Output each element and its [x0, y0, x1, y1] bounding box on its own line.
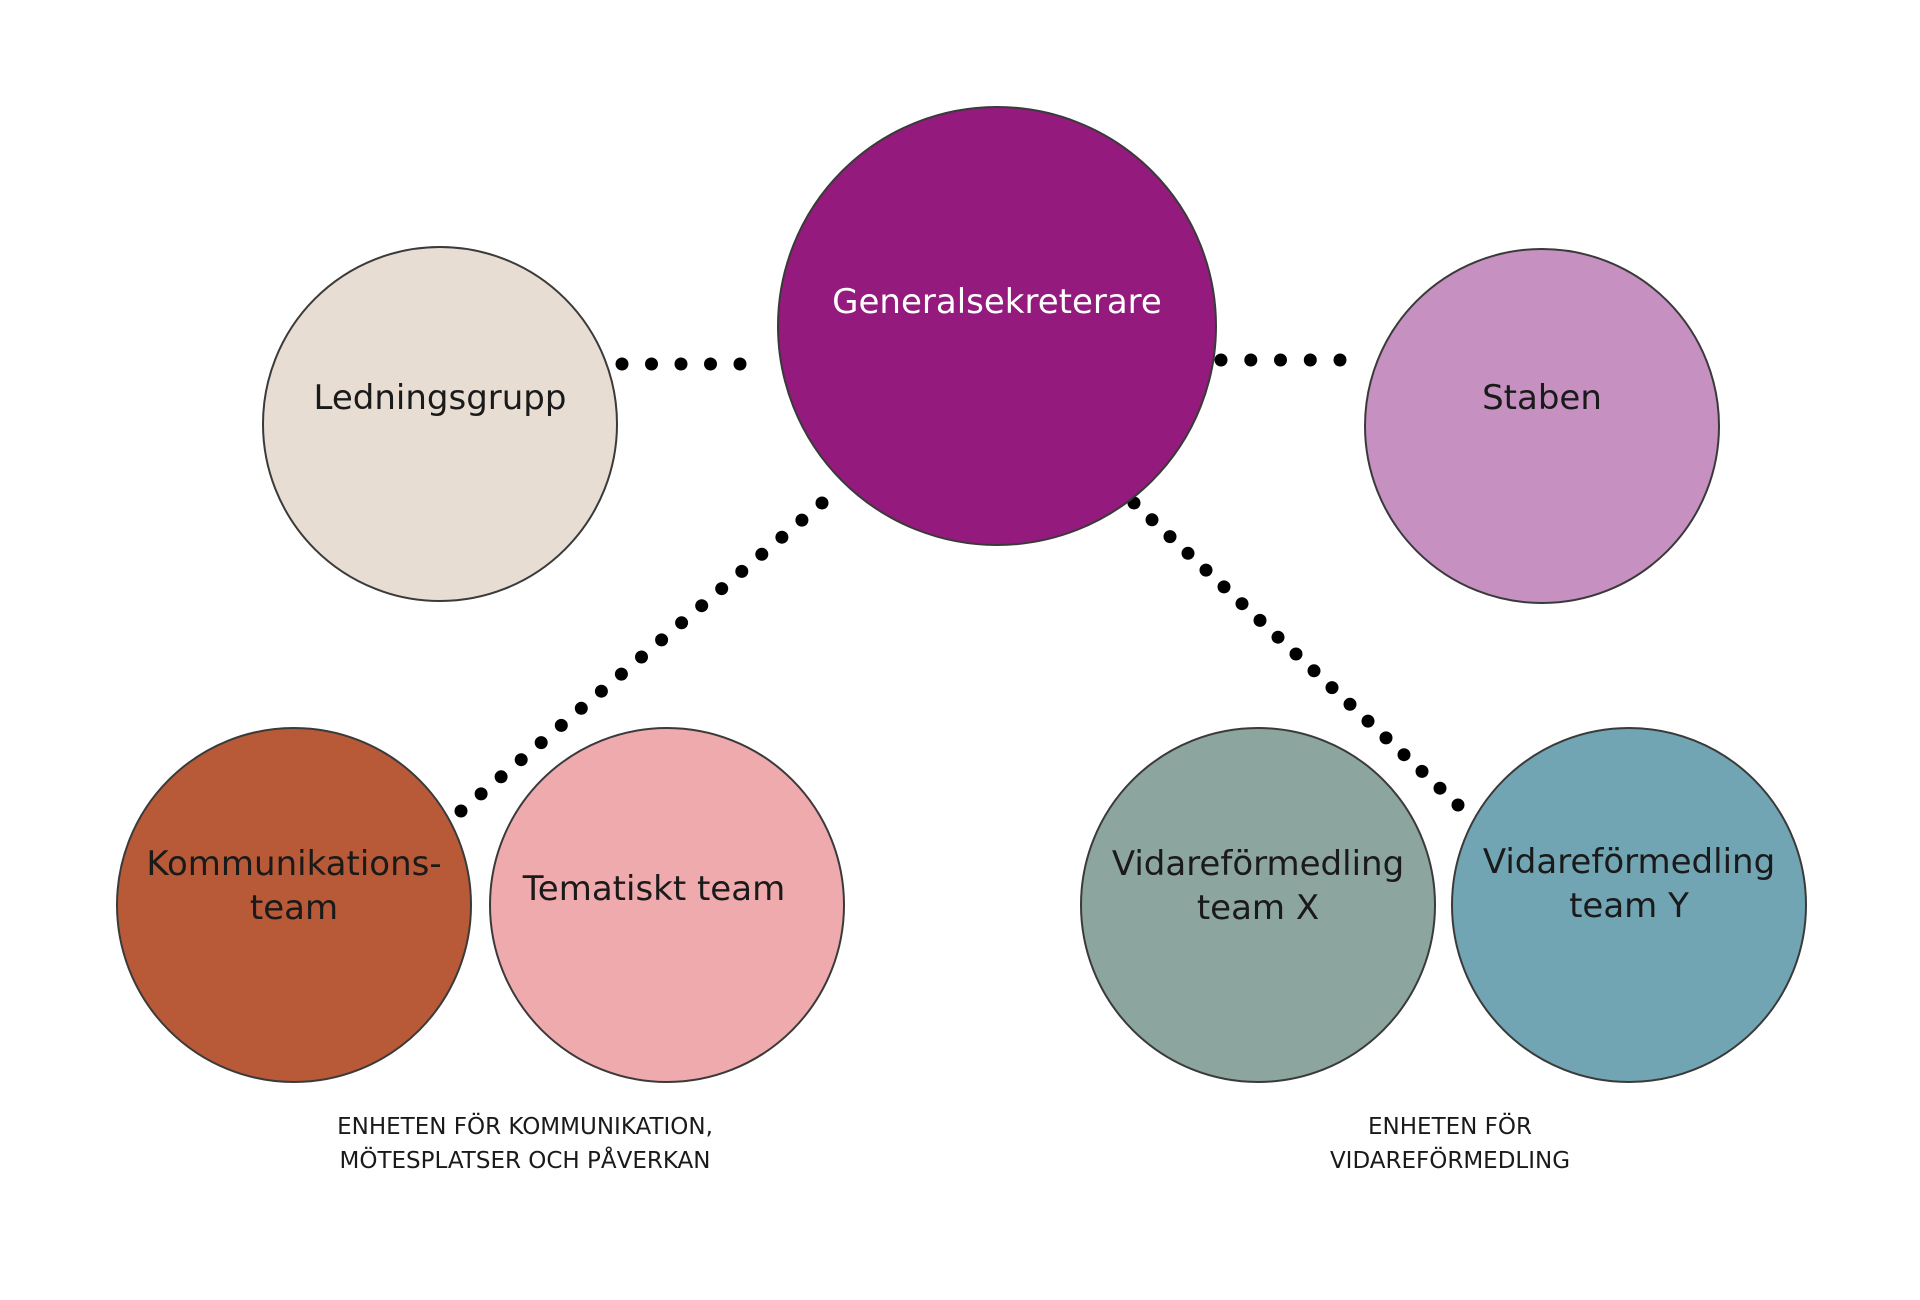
- connector-gs-vidareformedling-unit: [1127, 496, 1465, 812]
- connector-dot: [735, 564, 749, 578]
- unit-caption-vidareformedling: ENHETEN FÖR VIDAREFÖRMEDLING: [1329, 1114, 1571, 1174]
- connector-dot: [614, 667, 628, 681]
- connector-dot: [655, 633, 669, 647]
- connector-dot: [674, 357, 688, 371]
- node-staben: Staben: [1364, 248, 1720, 604]
- node-vidareformedling-team-x: Vidareförmedling team X: [1080, 727, 1436, 1083]
- connector-dot: [675, 616, 689, 630]
- connector-dot: [704, 357, 717, 371]
- connector-dot: [695, 599, 709, 613]
- connector-dot: [1199, 563, 1213, 577]
- connector-dot: [1303, 353, 1317, 367]
- connector-dot: [1325, 681, 1339, 695]
- connector-dot: [795, 513, 809, 527]
- connector-dot: [534, 736, 548, 750]
- node-generalsekreterare: Generalsekreterare: [777, 106, 1217, 546]
- node-tematiskt-team-label: Tematiskt team: [522, 869, 786, 909]
- connector-dot: [1307, 664, 1321, 678]
- connector-dot: [1451, 798, 1465, 812]
- connector-dot: [574, 701, 588, 715]
- connector-dot: [1274, 353, 1287, 367]
- connector-dot: [1333, 353, 1347, 367]
- connector-dot: [554, 718, 568, 732]
- connector-dot: [474, 787, 488, 801]
- connector-dot: [1145, 513, 1159, 527]
- node-tematiskt-team: Tematiskt team: [489, 727, 845, 1083]
- connector-dot: [1397, 748, 1411, 762]
- connector-dot: [1361, 714, 1375, 728]
- node-vidareformedling-team-x-label: Vidareförmedling team X: [1111, 843, 1405, 928]
- connector-dot: [775, 530, 789, 544]
- node-kommunikationsteam-label: Kommunikations- team: [146, 843, 442, 928]
- connector-dot: [815, 496, 829, 510]
- connector-dot: [1244, 353, 1258, 367]
- connector-dot: [1181, 546, 1195, 560]
- connector-dot: [635, 650, 648, 664]
- connector-dot: [1163, 530, 1177, 544]
- connector-gs-ledningsgrupp: [615, 357, 747, 371]
- node-ledningsgrupp: Ledningsgrupp: [262, 246, 618, 602]
- connector-dot: [1217, 580, 1231, 594]
- node-vidareformedling-team-y-label: Vidareförmedling team Y: [1482, 841, 1776, 926]
- unit-caption-kommunikation: ENHETEN FÖR KOMMUNIKATION, MÖTESPLATSER …: [337, 1114, 713, 1174]
- connector-gs-kommunikation-unit: [454, 496, 829, 818]
- connector-dot: [1289, 647, 1303, 661]
- connector-dot: [1214, 353, 1228, 367]
- connector-dot: [1343, 697, 1357, 711]
- node-kommunikationsteam: Kommunikations- team: [116, 727, 472, 1083]
- connector-dot: [1415, 764, 1429, 778]
- connector-dot: [1433, 781, 1447, 795]
- connector-dot: [494, 770, 508, 784]
- connector-gs-staben: [1214, 353, 1347, 367]
- connector-dot: [1271, 630, 1285, 644]
- connector-dot: [755, 547, 769, 561]
- connector-dot: [454, 804, 468, 818]
- connector-dot: [1235, 597, 1249, 611]
- node-vidareformedling-team-y: Vidareförmedling team Y: [1451, 727, 1807, 1083]
- connector-dot: [1379, 731, 1393, 745]
- node-staben-label: Staben: [1482, 378, 1602, 418]
- connector-dot: [615, 357, 629, 371]
- connector-dot: [715, 582, 729, 596]
- connector-dot: [594, 684, 608, 698]
- connector-dot: [733, 357, 747, 371]
- connector-dot: [1253, 613, 1267, 627]
- node-ledningsgrupp-label: Ledningsgrupp: [313, 378, 567, 418]
- connector-dot: [514, 753, 528, 767]
- connector-dot: [645, 357, 658, 371]
- node-generalsekreterare-label: Generalsekreterare: [832, 282, 1162, 322]
